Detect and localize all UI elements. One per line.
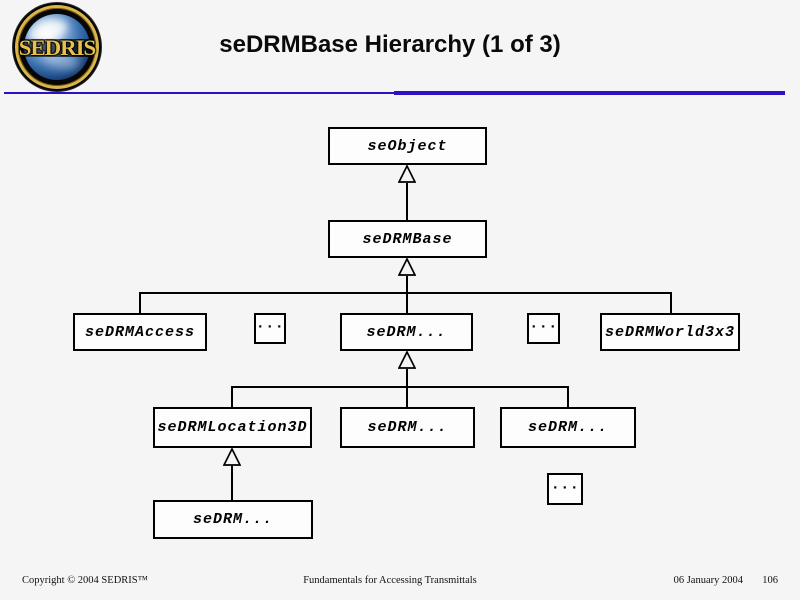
- logo-gold-ring: [15, 5, 99, 89]
- ellipsis-box: ...: [254, 313, 286, 344]
- class-label: seDRMBase: [362, 230, 453, 248]
- class-box-sedrmlocation3d: seDRMLocation3D: [153, 407, 312, 448]
- ellipsis-box: ...: [547, 473, 583, 505]
- class-box-seobject: seObject: [328, 127, 487, 165]
- connector-line: [406, 292, 408, 314]
- uml-generalization-arrow-icon: [398, 258, 416, 276]
- connector-line: [139, 292, 141, 314]
- class-box-sedrm-mid: seDRM...: [340, 313, 473, 351]
- class-label: seDRMAccess: [84, 323, 196, 341]
- page-title: seDRMBase Hierarchy (1 of 3): [219, 31, 561, 58]
- logo-text: SEDRIS: [18, 35, 96, 60]
- class-label: seDRM...: [367, 419, 448, 436]
- class-box-sedrm-level4-right: seDRM...: [500, 407, 636, 448]
- connector-line: [567, 386, 569, 408]
- connector-line: [406, 276, 408, 294]
- header-rule-thin: [4, 92, 394, 94]
- connector-line: [231, 386, 233, 408]
- connector-line: [670, 292, 672, 314]
- footer-page-number: 106: [762, 575, 778, 586]
- footer-course-title: Fundamentals for Accessing Transmittals: [303, 575, 477, 586]
- ellipsis-label: ...: [529, 315, 558, 333]
- ellipsis-label: ...: [550, 476, 580, 494]
- footer-date: 06 January 2004: [673, 575, 743, 586]
- sedris-logo: SEDRIS: [13, 3, 101, 91]
- class-box-sedrm-leaf: seDRM...: [153, 500, 313, 539]
- class-label: seDRMWorld3x3: [604, 323, 736, 341]
- connector-line: [406, 386, 408, 408]
- connector-line: [406, 183, 408, 221]
- uml-generalization-arrow-icon: [398, 351, 416, 369]
- class-label: seDRM...: [527, 419, 608, 436]
- ellipsis-box: ...: [527, 313, 560, 344]
- class-label: seObject: [367, 137, 448, 155]
- class-box-sedrmaccess: seDRMAccess: [73, 313, 207, 351]
- connector-line: [231, 465, 233, 501]
- class-label: seDRM...: [192, 511, 273, 528]
- class-box-sedrm-level4-center: seDRM...: [340, 407, 475, 448]
- class-label: seDRMLocation3D: [157, 419, 308, 436]
- connector-line: [231, 386, 569, 388]
- class-label: seDRM...: [366, 323, 447, 341]
- uml-generalization-arrow-icon: [398, 165, 416, 183]
- connector-line: [139, 292, 672, 294]
- uml-generalization-arrow-icon: [223, 448, 241, 466]
- ellipsis-label: ...: [255, 315, 285, 333]
- footer-copyright: Copyright © 2004 SEDRIS™: [22, 575, 148, 586]
- class-box-sedrmworld3x3: seDRMWorld3x3: [600, 313, 740, 351]
- connector-line: [406, 369, 408, 388]
- class-box-sedrmbase: seDRMBase: [328, 220, 487, 258]
- header-rule-thick: [394, 91, 785, 95]
